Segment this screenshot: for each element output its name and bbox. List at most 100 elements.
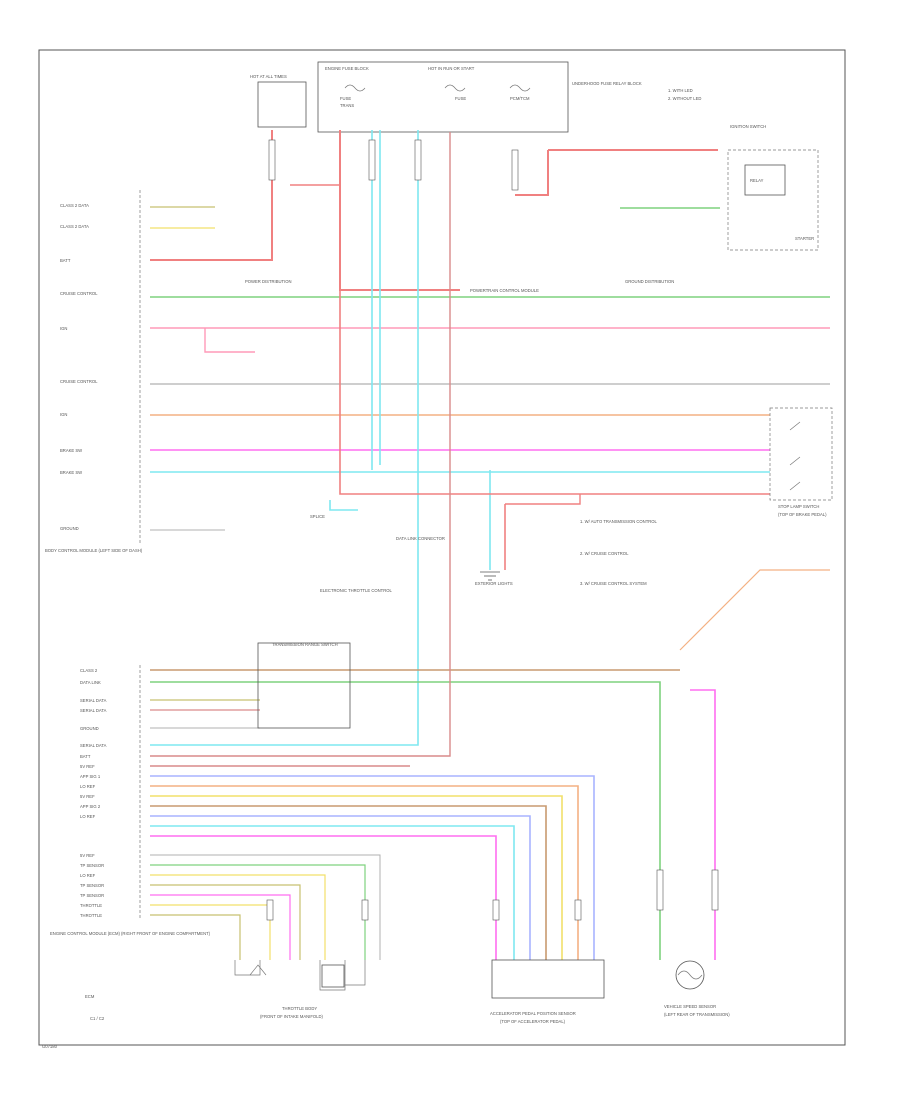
ecm-signal: DATA LINK (80, 680, 101, 685)
ecm-signal: BATT (80, 754, 91, 759)
connector (368, 139, 376, 181)
wire-red (505, 494, 581, 505)
ecm-signal: THROTTLE (80, 903, 102, 908)
connector (574, 899, 582, 921)
fuse-block (317, 61, 569, 133)
ecm-signal: APP SIG 1 (80, 774, 101, 779)
switch-icon (789, 421, 801, 491)
throttle-motor-icon (249, 964, 267, 976)
left-signal: CLASS 2 DATA (60, 224, 89, 229)
ecm-signal: TP SENSOR (80, 863, 104, 868)
legend-2: 2. WITHOUT LED (668, 96, 701, 101)
connector (361, 899, 369, 921)
ecm-signal: LO REF (80, 873, 96, 878)
fuse-box-label: ENGINE FUSE BLOCK (325, 66, 369, 71)
ecm-signal: APP SIG 2 (80, 804, 101, 809)
stop-lamp-sub-label: (TOP OF BRAKE PEDAL) (778, 512, 827, 517)
data-link-label: DATA LINK CONNECTOR (396, 536, 445, 541)
wire-red (515, 150, 549, 196)
left-signal: CLASS 2 DATA (60, 203, 89, 208)
bcm-label: BODY CONTROL MODULE (LEFT SIDE OF DASH) (45, 548, 143, 553)
note-1: 1. W/ AUTO TRANSMISSION CONTROL (580, 519, 658, 524)
ecm-signal: SERIAL DATA (80, 743, 107, 748)
wire-red (339, 130, 460, 291)
accelerator-label: ACCELERATOR PEDAL POSITION SENSOR (490, 1011, 576, 1016)
vehicle-speed-sub-label: (LEFT REAR OF TRANSMISSION) (664, 1012, 730, 1017)
ecm-connector-label: C1 / C2 (90, 1016, 105, 1021)
fuse-a-label: FUSE (340, 96, 351, 101)
sensor-coil-icon (677, 970, 703, 980)
starter-label: STARTER (795, 236, 814, 241)
ground-distribution-label: GROUND DISTRIBUTION (625, 279, 674, 284)
left-signal: CRUISE CONTROL (60, 379, 98, 384)
ecm-short-label: ECM (85, 994, 95, 999)
accelerator-sensor-box (491, 959, 605, 999)
wire-olive (150, 884, 301, 960)
connector (711, 869, 719, 911)
fuse-icon (444, 84, 466, 92)
wire-olive (150, 914, 241, 960)
left-signal: BATT (60, 258, 71, 263)
left-signal: CRUISE CONTROL (60, 291, 98, 296)
hot-at-all-times-label: HOT AT ALL TIMES (250, 74, 287, 79)
ecm-signal: THROTTLE (80, 913, 102, 918)
stop-lamp-switch-box (769, 407, 833, 501)
ecm-signal: 5V REF (80, 764, 95, 769)
ecm-signal: GROUND (80, 726, 99, 731)
throttle-sensor-box (321, 964, 345, 988)
wire-red (339, 290, 770, 495)
electronic-label: ELECTRONIC THROTTLE CONTROL (320, 588, 392, 593)
connector-glyphs (266, 139, 719, 921)
wire-blue (150, 815, 531, 960)
wire-yellow (150, 874, 326, 960)
underhood-fuse-label: UNDERHOOD FUSE RELAY BLOCK (572, 81, 642, 86)
ecm-signal: SERIAL DATA (80, 708, 107, 713)
transmission-range-label: TRANSMISSION RANGE SWITCH (272, 642, 338, 647)
connector (266, 899, 274, 921)
wire-yellow (150, 795, 563, 960)
connector (414, 139, 422, 181)
ecm-signal-labels: CLASS 2 DATA LINK SERIAL DATA SERIAL DAT… (80, 668, 107, 918)
wire-magenta (690, 689, 716, 960)
stop-lamp-label: STOP LAMP SWITCH (778, 504, 819, 509)
powertrain-label: POWERTRAIN CONTROL MODULE (470, 288, 539, 293)
wire-orange (679, 569, 830, 651)
ecm-signal: LO REF (80, 784, 96, 789)
fuse-d-label: PCM/TCM (510, 96, 530, 101)
connector (268, 139, 276, 181)
wire-blue (150, 775, 595, 960)
ecm-signal: TP SENSOR (80, 893, 104, 898)
wire-green (150, 681, 661, 960)
left-signal: BRAKE SW (60, 470, 82, 475)
ecm-signal: 5V REF (80, 853, 95, 858)
ground-icon (480, 571, 500, 581)
ecm-signal: TP SENSOR (80, 883, 104, 888)
wire-gray (150, 854, 381, 960)
note-3: 3. W/ CRUISE CONTROL SYSTEM (580, 581, 647, 586)
ignition-switch-label: IGNITION SWITCH (730, 124, 766, 129)
wire-cyan (329, 500, 358, 511)
accelerator-sub-label: (TOP OF ACCELERATOR PEDAL) (500, 1019, 566, 1024)
wire-darkred (150, 132, 451, 757)
wire-magenta (150, 894, 291, 960)
splice-label: SPLICE (310, 514, 325, 519)
throttle-body-shape (234, 960, 366, 991)
connector (511, 149, 519, 191)
throttle-label: THROTTLE BODY (282, 1006, 317, 1011)
connector (492, 899, 500, 921)
connector (656, 869, 664, 911)
wire-cyan (150, 130, 419, 746)
ecm-signal: SERIAL DATA (80, 698, 107, 703)
hot-at-all-times-box (257, 81, 307, 128)
wire-cyan (150, 825, 515, 960)
diagram-frame (38, 49, 846, 1046)
left-signal: BRAKE SW (60, 448, 82, 453)
left-signal-labels: CLASS 2 DATA CLASS 2 DATA BATT CRUISE CO… (60, 203, 98, 531)
wire-red (150, 130, 273, 261)
note-2: 2. W/ CRUISE CONTROL (580, 551, 629, 556)
relay-box (744, 164, 786, 196)
wire-brown (150, 805, 547, 960)
legend-1: 1. WITH LED (668, 88, 693, 93)
wire-green (150, 864, 366, 960)
